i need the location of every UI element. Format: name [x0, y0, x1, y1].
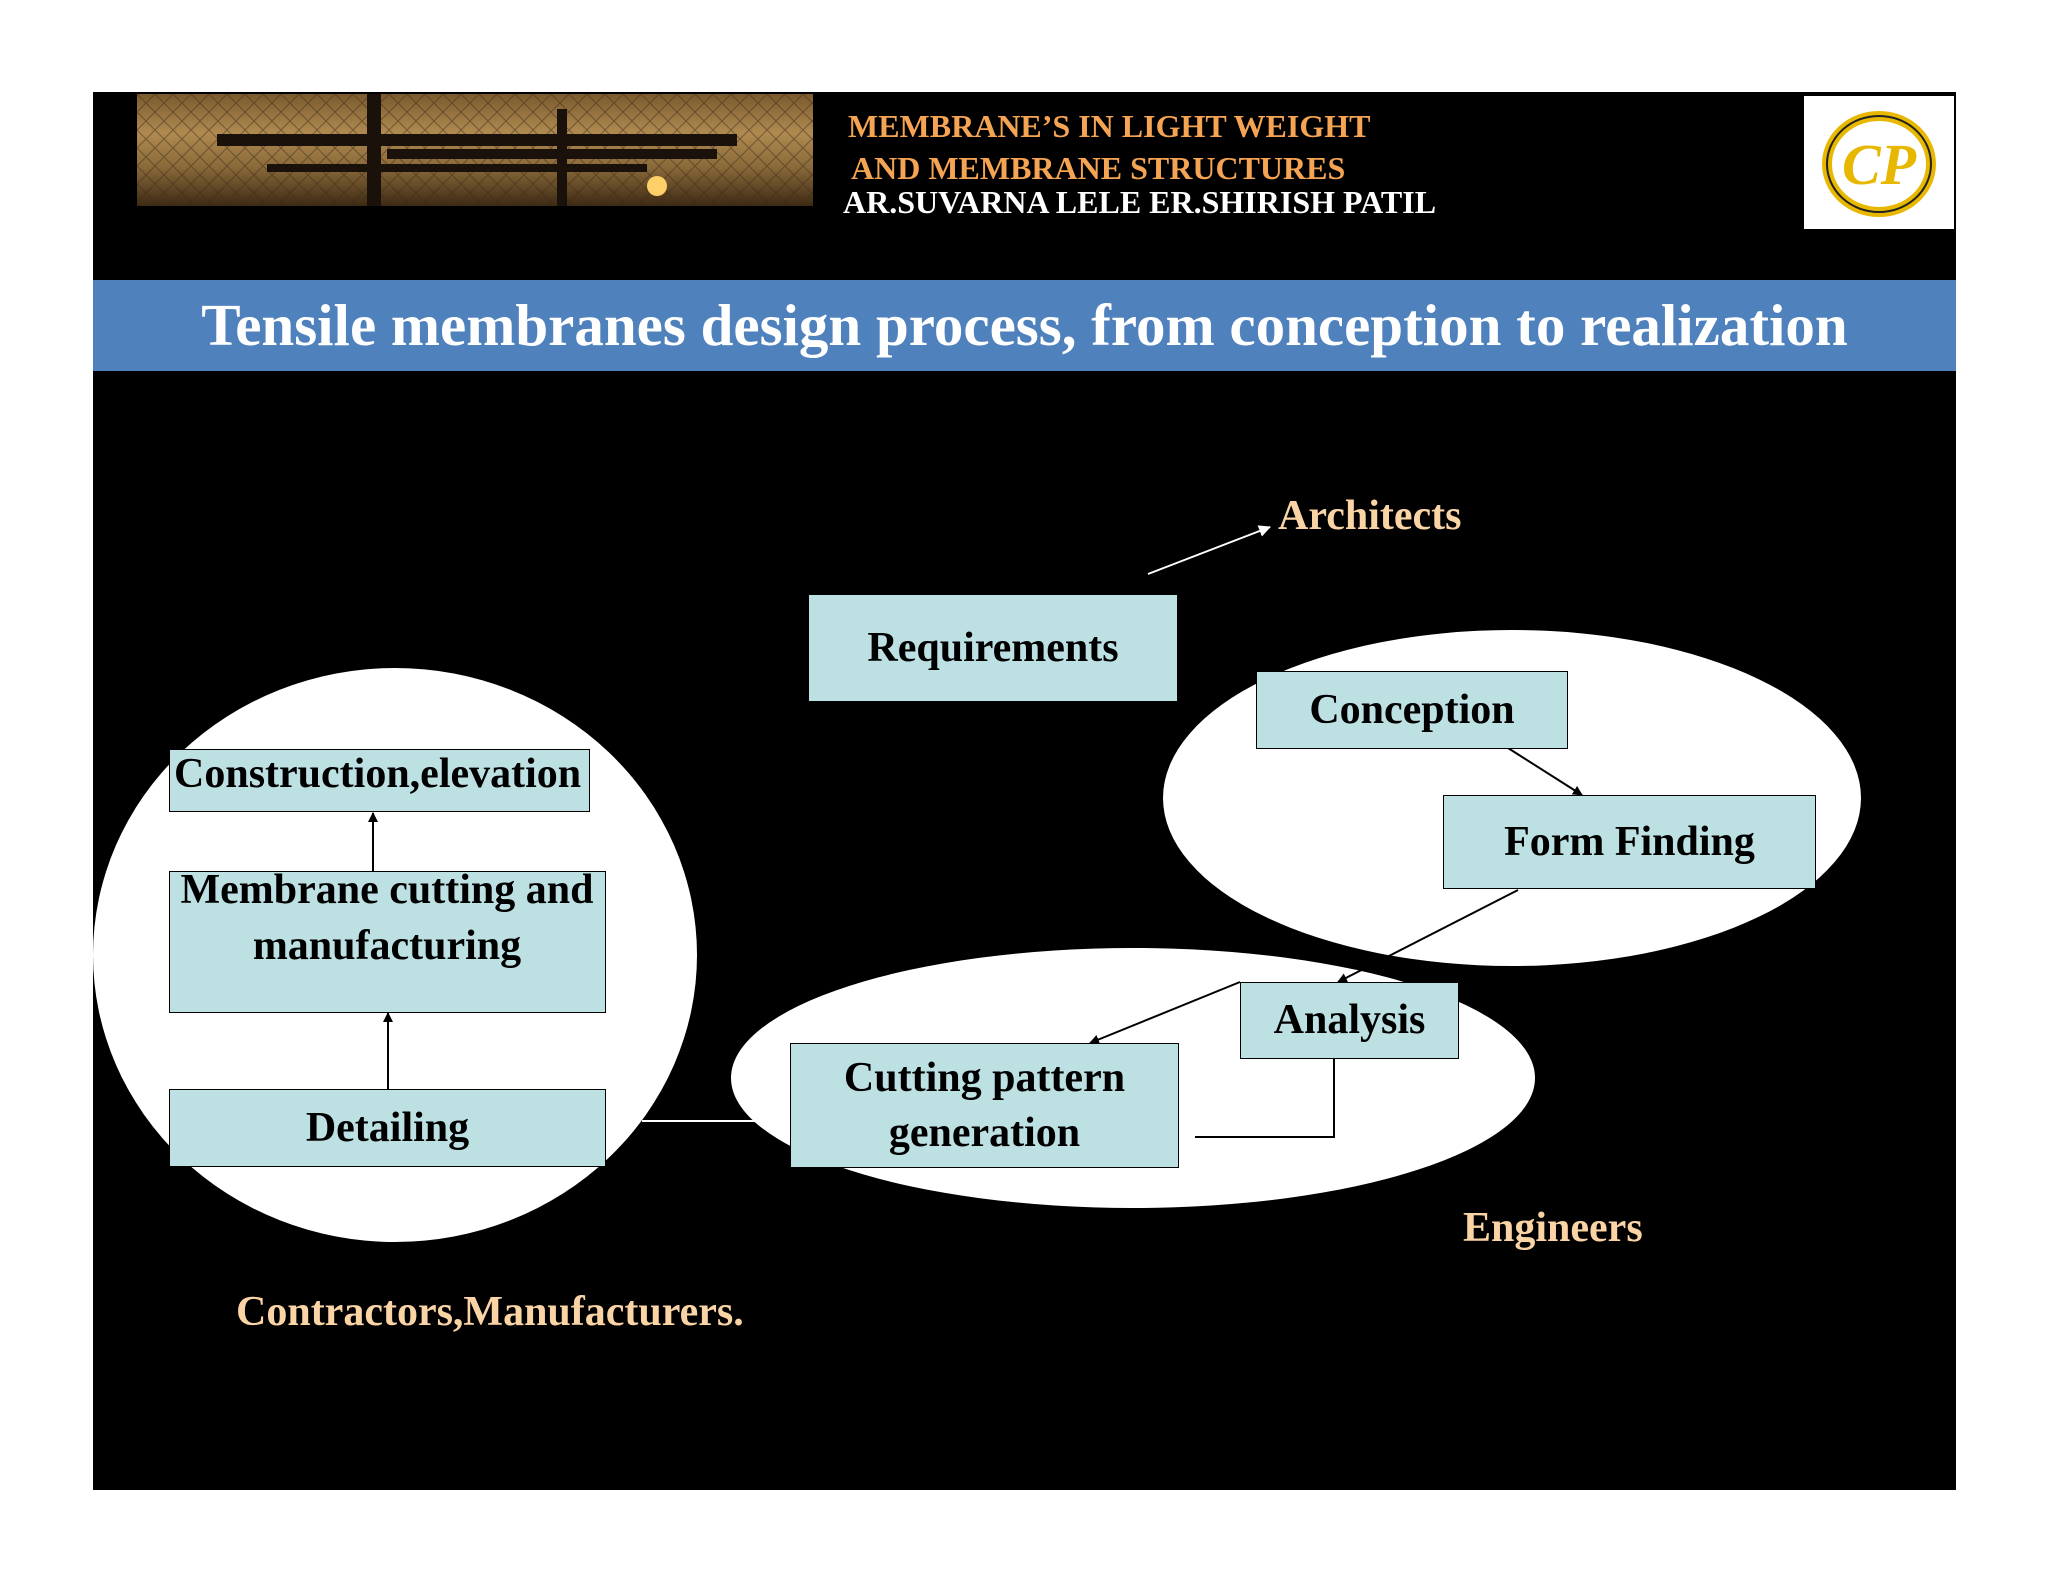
construction-label: Construction,elevation — [174, 751, 582, 797]
architects-label: Architects — [1278, 493, 1462, 539]
engineers-label: Engineers — [1463, 1205, 1643, 1251]
cutting-pattern-box: Cutting pattern generation — [790, 1043, 1179, 1168]
detailing-label: Detailing — [305, 1104, 470, 1151]
header-title-line-2: AND MEMBRANE STRUCTURES — [851, 150, 1346, 186]
logo-text: CP — [1842, 132, 1917, 197]
requirements-box: Requirements — [808, 594, 1178, 702]
header-photo — [137, 94, 813, 206]
conception-to-form-finding-arrow — [1507, 747, 1583, 796]
conception-box: Conception — [1256, 671, 1568, 749]
conception-label: Conception — [1309, 686, 1515, 733]
membrane-cutting-label-line-2: manufacturing — [252, 923, 522, 969]
analysis-to-cutting-pattern-arrow — [1089, 981, 1241, 1045]
detailing-box: Detailing — [169, 1089, 606, 1167]
construction-box — [169, 749, 590, 812]
cutting-pattern-feedback-line — [1195, 1030, 1335, 1138]
logo: CP — [1804, 96, 1954, 229]
requirements-label: Requirements — [867, 624, 1119, 671]
analysis-box: Analysis — [1240, 982, 1459, 1059]
header-title-line-1: MEMBRANE’S IN LIGHT WEIGHT — [848, 108, 1371, 144]
analysis-label: Analysis — [1273, 997, 1426, 1044]
title-band: Tensile membranes design process, from c… — [93, 280, 1956, 371]
form-finding-to-analysis-arrow — [1337, 889, 1519, 983]
cutting-pattern-label-line-2: generation — [888, 1109, 1081, 1156]
membrane-cutting-label-line-1: Membrane cutting and — [180, 867, 594, 913]
form-finding-box: Form Finding — [1443, 795, 1816, 889]
form-finding-label: Form Finding — [1504, 818, 1755, 865]
architects-pointer-arrow — [1147, 525, 1271, 575]
slide-title: Tensile membranes design process, from c… — [201, 292, 1848, 358]
header-authors: AR.SUVARNA LELE ER.SHIRISH PATIL — [843, 184, 1437, 220]
contractors-label: Contractors,Manufacturers. — [236, 1289, 744, 1335]
cutting-pattern-label-line-1: Cutting pattern — [843, 1054, 1126, 1101]
membrane-cutting-box — [169, 871, 606, 1013]
